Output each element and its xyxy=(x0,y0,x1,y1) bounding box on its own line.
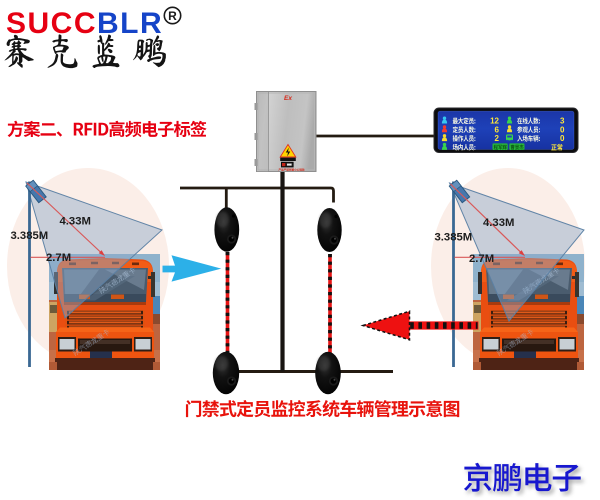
svg-text:3: 3 xyxy=(560,117,565,126)
svg-text:4.33M: 4.33M xyxy=(60,215,91,227)
svg-text:3.385M: 3.385M xyxy=(435,232,473,244)
svg-text:R: R xyxy=(168,9,177,23)
svg-text:4.33M: 4.33M xyxy=(483,217,514,229)
svg-text:SUCCBLR: SUCCBLR xyxy=(6,7,163,40)
svg-text:0: 0 xyxy=(560,134,565,143)
svg-text:3.385M: 3.385M xyxy=(11,230,49,242)
svg-text:0: 0 xyxy=(560,125,565,134)
svg-text:6: 6 xyxy=(495,125,500,134)
svg-text:2: 2 xyxy=(495,134,500,143)
svg-text:2.7M: 2.7M xyxy=(469,253,494,265)
svg-text:Ex: Ex xyxy=(284,95,292,102)
svg-text:12: 12 xyxy=(490,117,499,126)
svg-text:2.7M: 2.7M xyxy=(46,252,71,264)
